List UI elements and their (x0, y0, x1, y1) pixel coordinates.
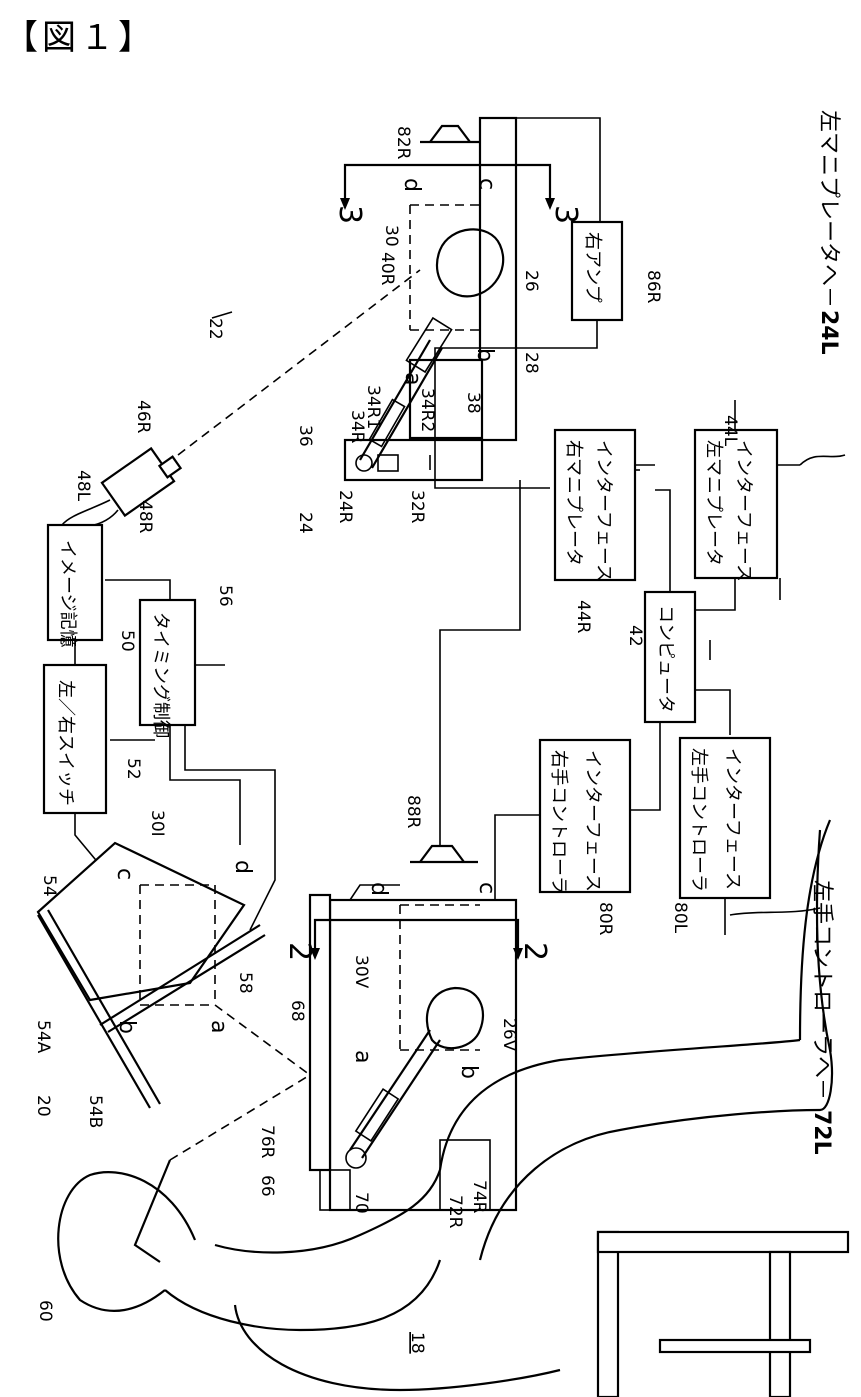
ref-52: 52 (123, 758, 143, 780)
left-manip-if-block: 左マニプレータ インターフェース (695, 430, 777, 582)
left-manip-if-label-2: インターフェース (733, 440, 754, 582)
ref-40R: 40R (377, 252, 397, 286)
ref-88R: 88R (403, 795, 423, 829)
computer-block: コンピュータ (645, 592, 695, 722)
ref-56: 56 (215, 585, 235, 607)
computer-label: コンピュータ (655, 605, 676, 713)
ref-26: 26 (521, 270, 541, 292)
lr-switch-label: 左／右スイッチ (55, 680, 76, 806)
right-manip-if-label-2: インターフェース (593, 440, 614, 582)
ref-86R: 86R (643, 270, 663, 304)
chair (598, 1232, 848, 1397)
ref-3a: 3 (332, 205, 367, 224)
ref-50: 50 (117, 630, 137, 652)
ref-80L: 80L (670, 902, 690, 934)
right-ctrl-if-label-2: インターフェース (582, 750, 603, 892)
ref-b3: b (456, 1065, 481, 1079)
right-manip-if-label-1: 右マニプレータ (563, 440, 584, 566)
right-amp-label: 右アンプ (582, 232, 603, 303)
ref-c2: c (112, 868, 137, 880)
right-ctrl-if-label-1: 右手コントローラ (548, 750, 569, 894)
ref-44L: 44L (720, 415, 740, 447)
ref-38: 38 (463, 392, 483, 414)
ref-30V: 30V (351, 955, 371, 989)
ref-60: 60 (35, 1300, 55, 1322)
ref-48L: 48L (73, 470, 93, 502)
right-amp-block: 右アンプ (572, 222, 622, 320)
ref-a2: a (206, 1020, 231, 1033)
hmd-54 (38, 843, 310, 1108)
ref-28: 28 (521, 352, 541, 374)
ref-3b: 3 (548, 205, 583, 224)
ref-72R: 72R (445, 1195, 465, 1229)
ref-80R: 80R (595, 902, 615, 936)
image-store-label: イメージ記憶 (57, 540, 78, 648)
right-ctrl-if-block: 右手コントローラ インターフェース (540, 740, 630, 894)
ref-a3: a (350, 1050, 375, 1063)
ref-24: 24 (295, 512, 315, 534)
left-manip-if-label-1: 左マニプレータ (703, 440, 724, 566)
image-store-block: イメージ記憶 (48, 525, 102, 648)
ref-74R: 74R (469, 1180, 489, 1214)
to-left-manipulator-note: 左マニプレータへ－ (816, 110, 841, 308)
ref-d2: d (230, 860, 255, 874)
ref-d3: d (366, 882, 391, 896)
ref-54B: 54B (85, 1095, 105, 1128)
ref-34R: 34R (347, 410, 367, 444)
to-left-controller-note: 左手コントローラへ－ (809, 880, 834, 1100)
timing-control-block: タイミング制御 (140, 600, 195, 738)
ref-a1: a (400, 372, 425, 385)
to-left-controller-ref: 72L (809, 1110, 834, 1155)
ref-22: 22 (205, 318, 225, 340)
ref-c3: c (474, 882, 499, 894)
ref-30I: 30I (147, 810, 167, 837)
ref-58: 58 (235, 972, 255, 994)
ref-18: 18 (407, 1332, 427, 1354)
ref-82R: 82R (393, 126, 413, 160)
timing-control-label: タイミング制御 (150, 612, 171, 738)
left-ctrl-if-block: 左手コントローラ インターフェース (680, 738, 770, 898)
ref-2a: 2 (282, 942, 317, 961)
right-manip-if-block: 右マニプレータ インターフェース (555, 430, 635, 582)
ref-d1: d (399, 178, 424, 192)
ref-42: 42 (625, 625, 645, 647)
ref-c1: c (474, 178, 499, 190)
lr-switch-block: 左／右スイッチ (44, 665, 106, 813)
manipulator-joint-block (345, 440, 482, 480)
ref-34R2: 34R2 (417, 388, 437, 432)
left-ctrl-if-label-1: 左手コントローラ (688, 748, 709, 892)
ref-36: 36 (295, 425, 315, 447)
ref-2b: 2 (517, 942, 552, 961)
display-88R (410, 846, 478, 862)
to-left-manipulator-ref: 24L (816, 310, 841, 355)
ref-30: 30 (381, 225, 401, 247)
ref-46R: 46R (133, 400, 153, 434)
ref-24R: 24R (335, 490, 355, 524)
ref-66: 66 (257, 1175, 277, 1197)
display-82R (420, 126, 480, 142)
ref-48R: 48R (135, 500, 155, 534)
ref-70: 70 (351, 1192, 371, 1214)
ref-20: 20 (33, 1095, 53, 1117)
ref-32R: 32R (407, 490, 427, 524)
ref-54: 54 (39, 875, 59, 897)
controller-console (310, 885, 523, 1210)
ref-68: 68 (287, 1000, 307, 1022)
ref-b2: b (114, 1020, 139, 1034)
left-ctrl-if-label-2: インターフェース (722, 748, 743, 890)
ref-26V: 26V (499, 1018, 519, 1052)
ref-54A: 54A (33, 1020, 53, 1054)
ref-76R: 76R (257, 1125, 277, 1159)
ref-44R: 44R (573, 600, 593, 634)
ref-b1: b (472, 348, 497, 362)
